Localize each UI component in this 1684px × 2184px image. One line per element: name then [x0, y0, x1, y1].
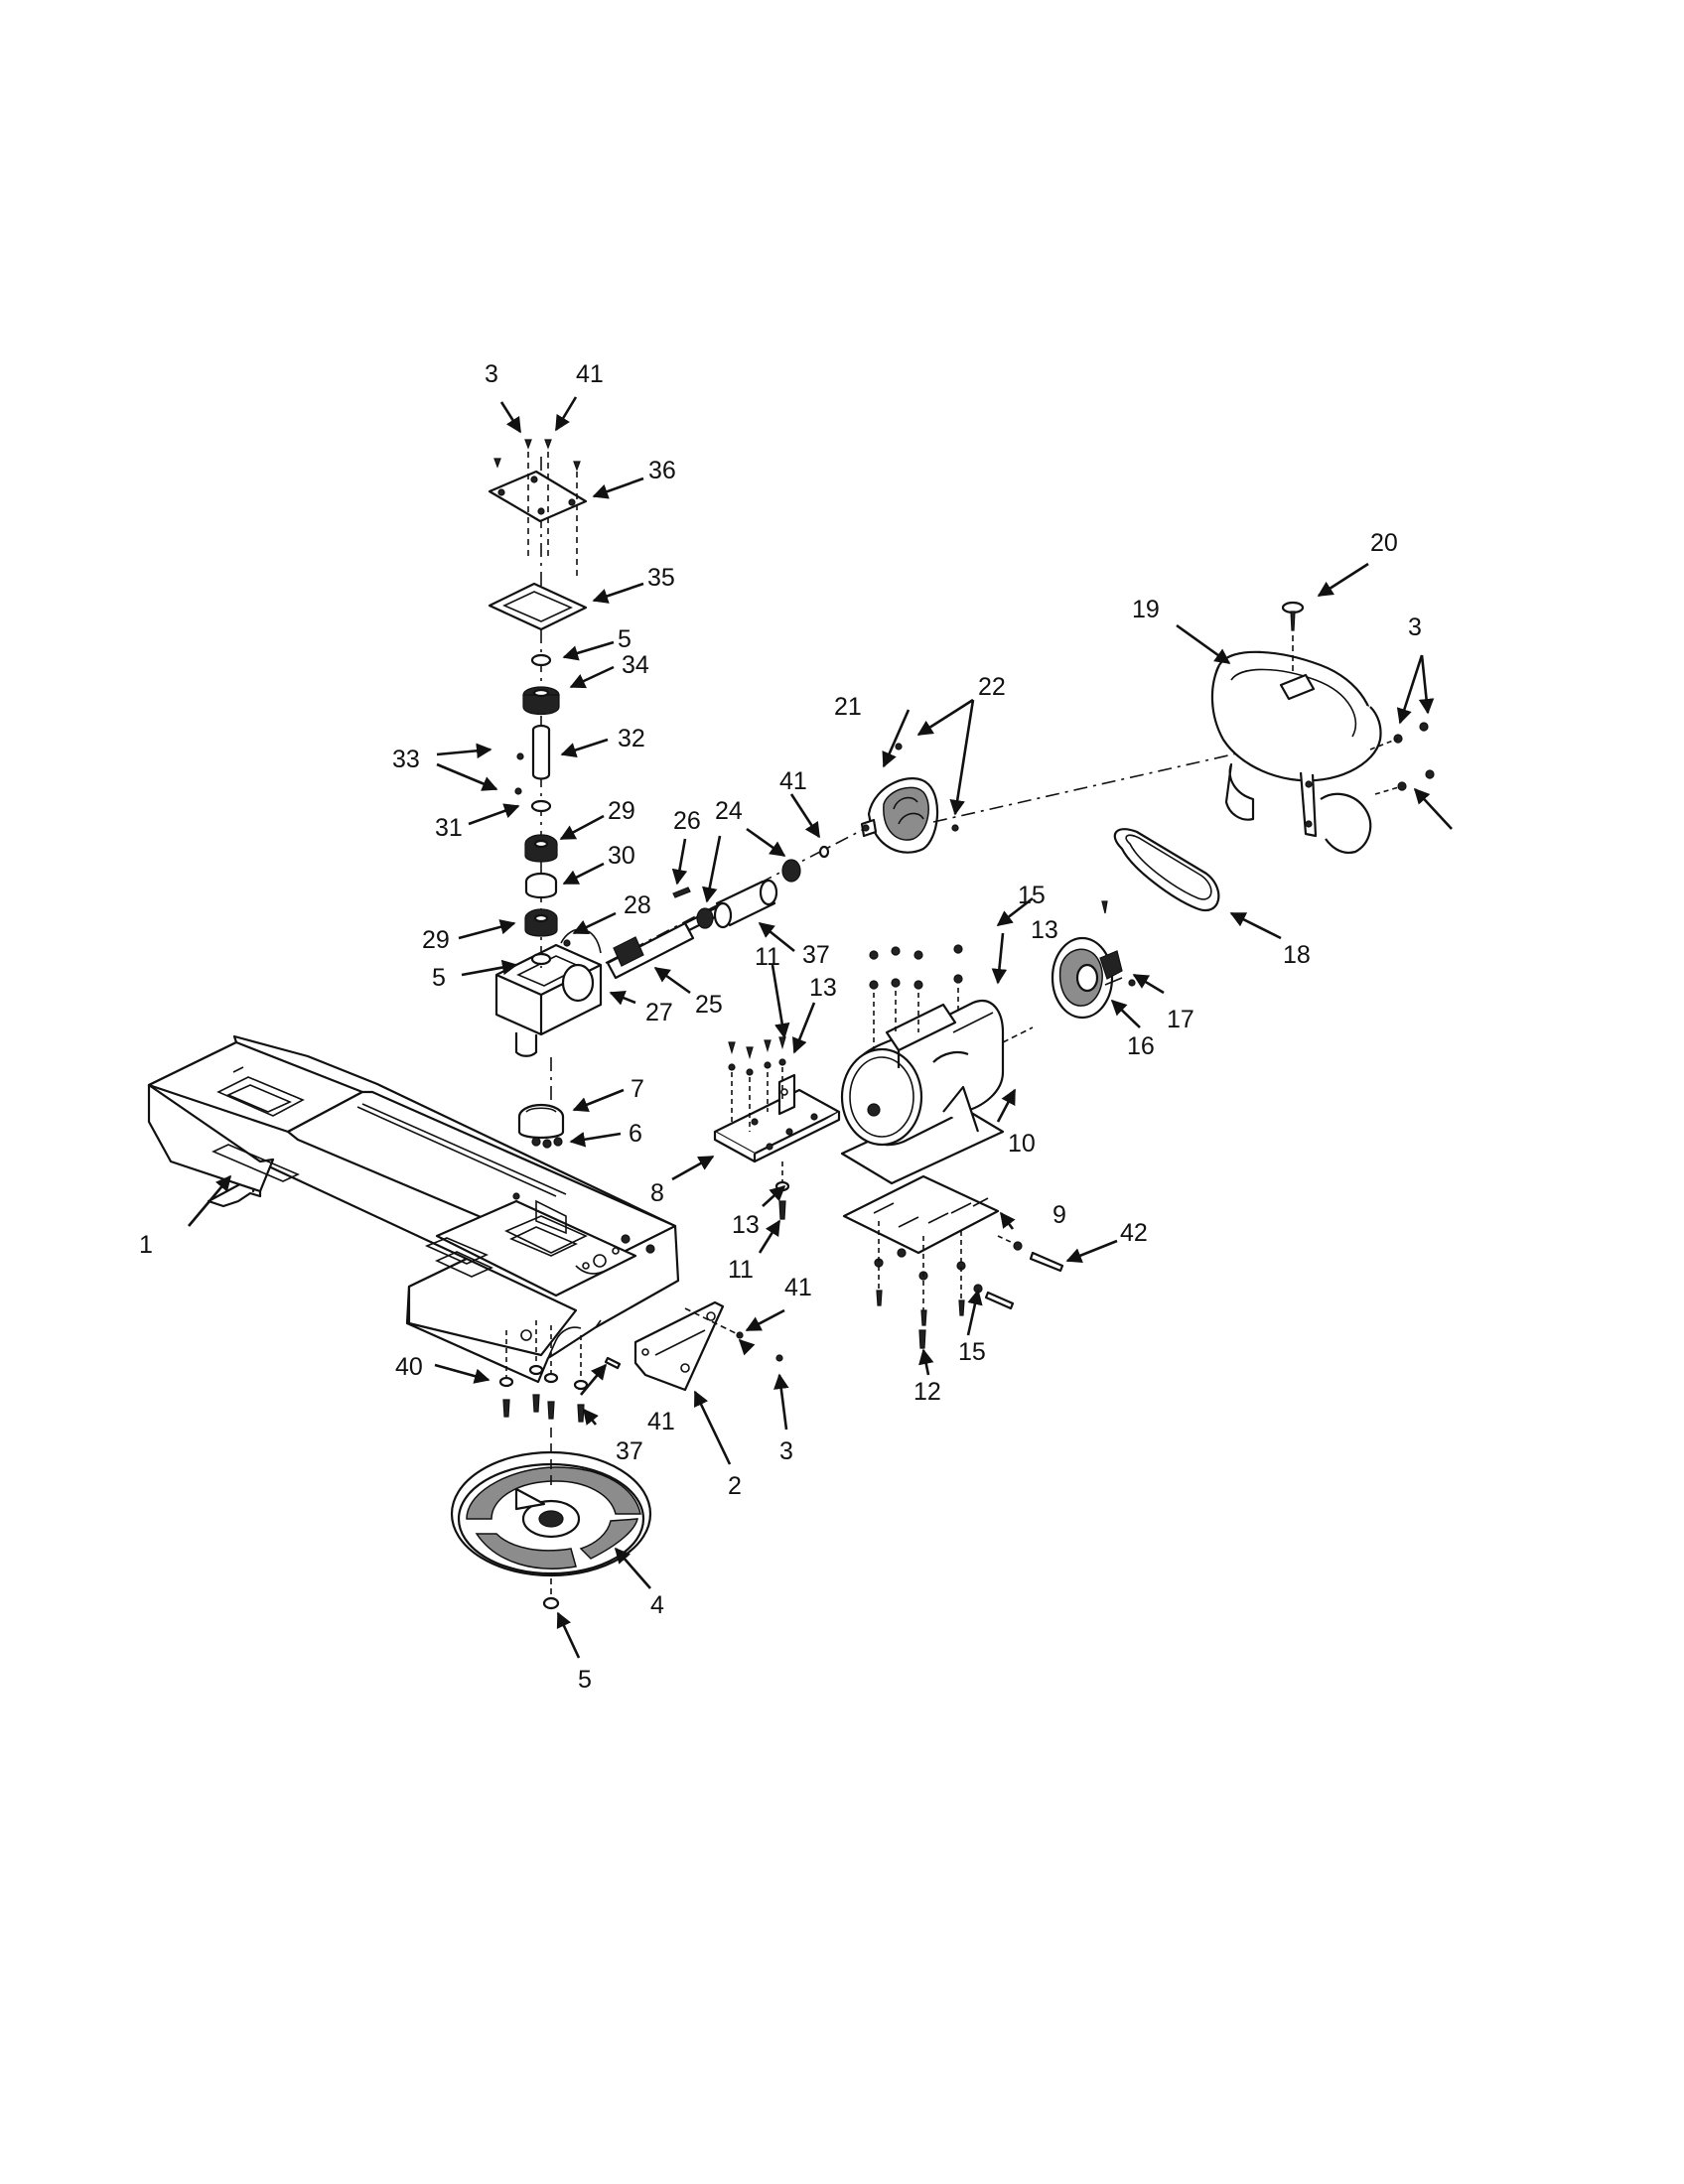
callout-39: 41 [576, 360, 604, 388]
callout-13: 13 [1031, 916, 1058, 944]
bolt-15-lower [973, 1284, 1015, 1310]
cover-screws [493, 439, 581, 576]
callout-3: 3 [779, 1437, 793, 1465]
motor-top-screws [869, 944, 963, 1052]
washer-5-bottom [542, 1578, 560, 1610]
callout-29: 29 [422, 926, 450, 954]
callout-15: 15 [1018, 882, 1046, 909]
callout-5: 5 [618, 625, 632, 653]
callout-13: 13 [732, 1211, 760, 1239]
washer-31 [530, 799, 552, 813]
gearbox-housing-part [494, 928, 603, 1057]
plate-9-screws [874, 1221, 966, 1349]
key-26 [672, 887, 691, 898]
callout-41: 41 [784, 1274, 812, 1301]
spacer-30 [524, 872, 558, 899]
worm-gear-34 [522, 686, 560, 716]
bushing-24-right [781, 859, 801, 883]
mounting-plate-9 [842, 1174, 1000, 1255]
callout-28: 28 [624, 891, 651, 919]
callout-41: 41 [647, 1408, 675, 1435]
leader-arrows [188, 396, 1453, 1659]
shaft-32 [514, 724, 551, 795]
motor-pulley-16 [1051, 900, 1136, 1020]
callout-5: 5 [432, 964, 446, 992]
callout-10: 10 [1008, 1130, 1036, 1158]
callout-labels: 3 41 36 35 5 34 32 33 31 29 30 29 5 28 2… [139, 360, 1422, 1694]
callout-6: 6 [629, 1120, 642, 1148]
washer-5-top [530, 653, 552, 667]
bracket-part [633, 1300, 725, 1392]
motor-10 [840, 1000, 1034, 1185]
callout-11: 11 [755, 943, 780, 971]
bearing-29-upper [524, 834, 558, 863]
bracket-screws [684, 1307, 783, 1362]
callout-3: 3 [485, 360, 498, 388]
callout-26: 26 [673, 807, 701, 835]
callout-24: 24 [715, 797, 743, 825]
bottom-screws [498, 1320, 622, 1423]
callout-12: 12 [913, 1378, 941, 1406]
callout-18: 18 [1283, 941, 1311, 969]
washer-40 [818, 845, 830, 859]
v-belt-18 [1113, 828, 1220, 911]
pulley-centerline [932, 734, 1322, 823]
callout-35: 35 [647, 564, 675, 592]
screw-20 [1281, 601, 1305, 675]
belt-guard-19 [1210, 650, 1382, 854]
callout-8: 8 [650, 1179, 664, 1207]
sleeve-37 [713, 879, 778, 929]
callout-30: 30 [608, 842, 635, 870]
gasket-35 [488, 582, 588, 631]
guard-screws-3 [1369, 722, 1435, 795]
pulley-21 [860, 743, 959, 854]
plate-8-screws [728, 1036, 786, 1132]
callout-13: 13 [809, 974, 837, 1002]
callout-5: 5 [578, 1666, 592, 1694]
callout-36: 36 [648, 457, 676, 484]
callout-21: 21 [834, 693, 862, 721]
callout-4: 4 [650, 1591, 664, 1619]
callout-2: 2 [728, 1472, 742, 1500]
callout-33: 33 [392, 746, 420, 773]
callout-40: 41 [779, 767, 807, 795]
callout-37: 37 [616, 1437, 643, 1465]
bearing-ring-7 [517, 1103, 565, 1140]
handwheel-part [450, 1428, 652, 1577]
bearing-29-lower [524, 908, 558, 937]
callout-19: 19 [1132, 596, 1160, 623]
callout-25: 25 [695, 991, 723, 1019]
callout-20: 20 [1370, 529, 1398, 557]
callout-17: 17 [1167, 1006, 1194, 1033]
cover-plate-36 [488, 470, 588, 523]
mounting-plate-8 [713, 1073, 841, 1163]
callout-38: 40 [395, 1353, 423, 1381]
callout-31: 31 [435, 814, 463, 842]
washer-5-middle [530, 952, 552, 966]
callout-3: 3 [1408, 614, 1422, 641]
callout-29: 29 [608, 797, 635, 825]
callout-32: 32 [618, 725, 645, 752]
callout-9: 9 [1052, 1201, 1066, 1229]
callout-27: 27 [645, 999, 673, 1026]
callout-7: 7 [631, 1075, 644, 1103]
callout-15: 15 [958, 1338, 986, 1366]
bolt-42 [997, 1235, 1064, 1273]
callout-11: 11 [728, 1256, 754, 1284]
callout-42: 42 [1120, 1219, 1148, 1247]
callout-1: 1 [139, 1231, 153, 1259]
callout-22: 22 [978, 673, 1006, 701]
callout-16: 16 [1127, 1032, 1155, 1060]
base-frame-part [147, 1034, 680, 1384]
bushing-24-left [696, 907, 714, 929]
screws-6 [531, 1137, 563, 1149]
callout-34: 34 [622, 651, 649, 679]
callout-37: 37 [802, 941, 830, 969]
